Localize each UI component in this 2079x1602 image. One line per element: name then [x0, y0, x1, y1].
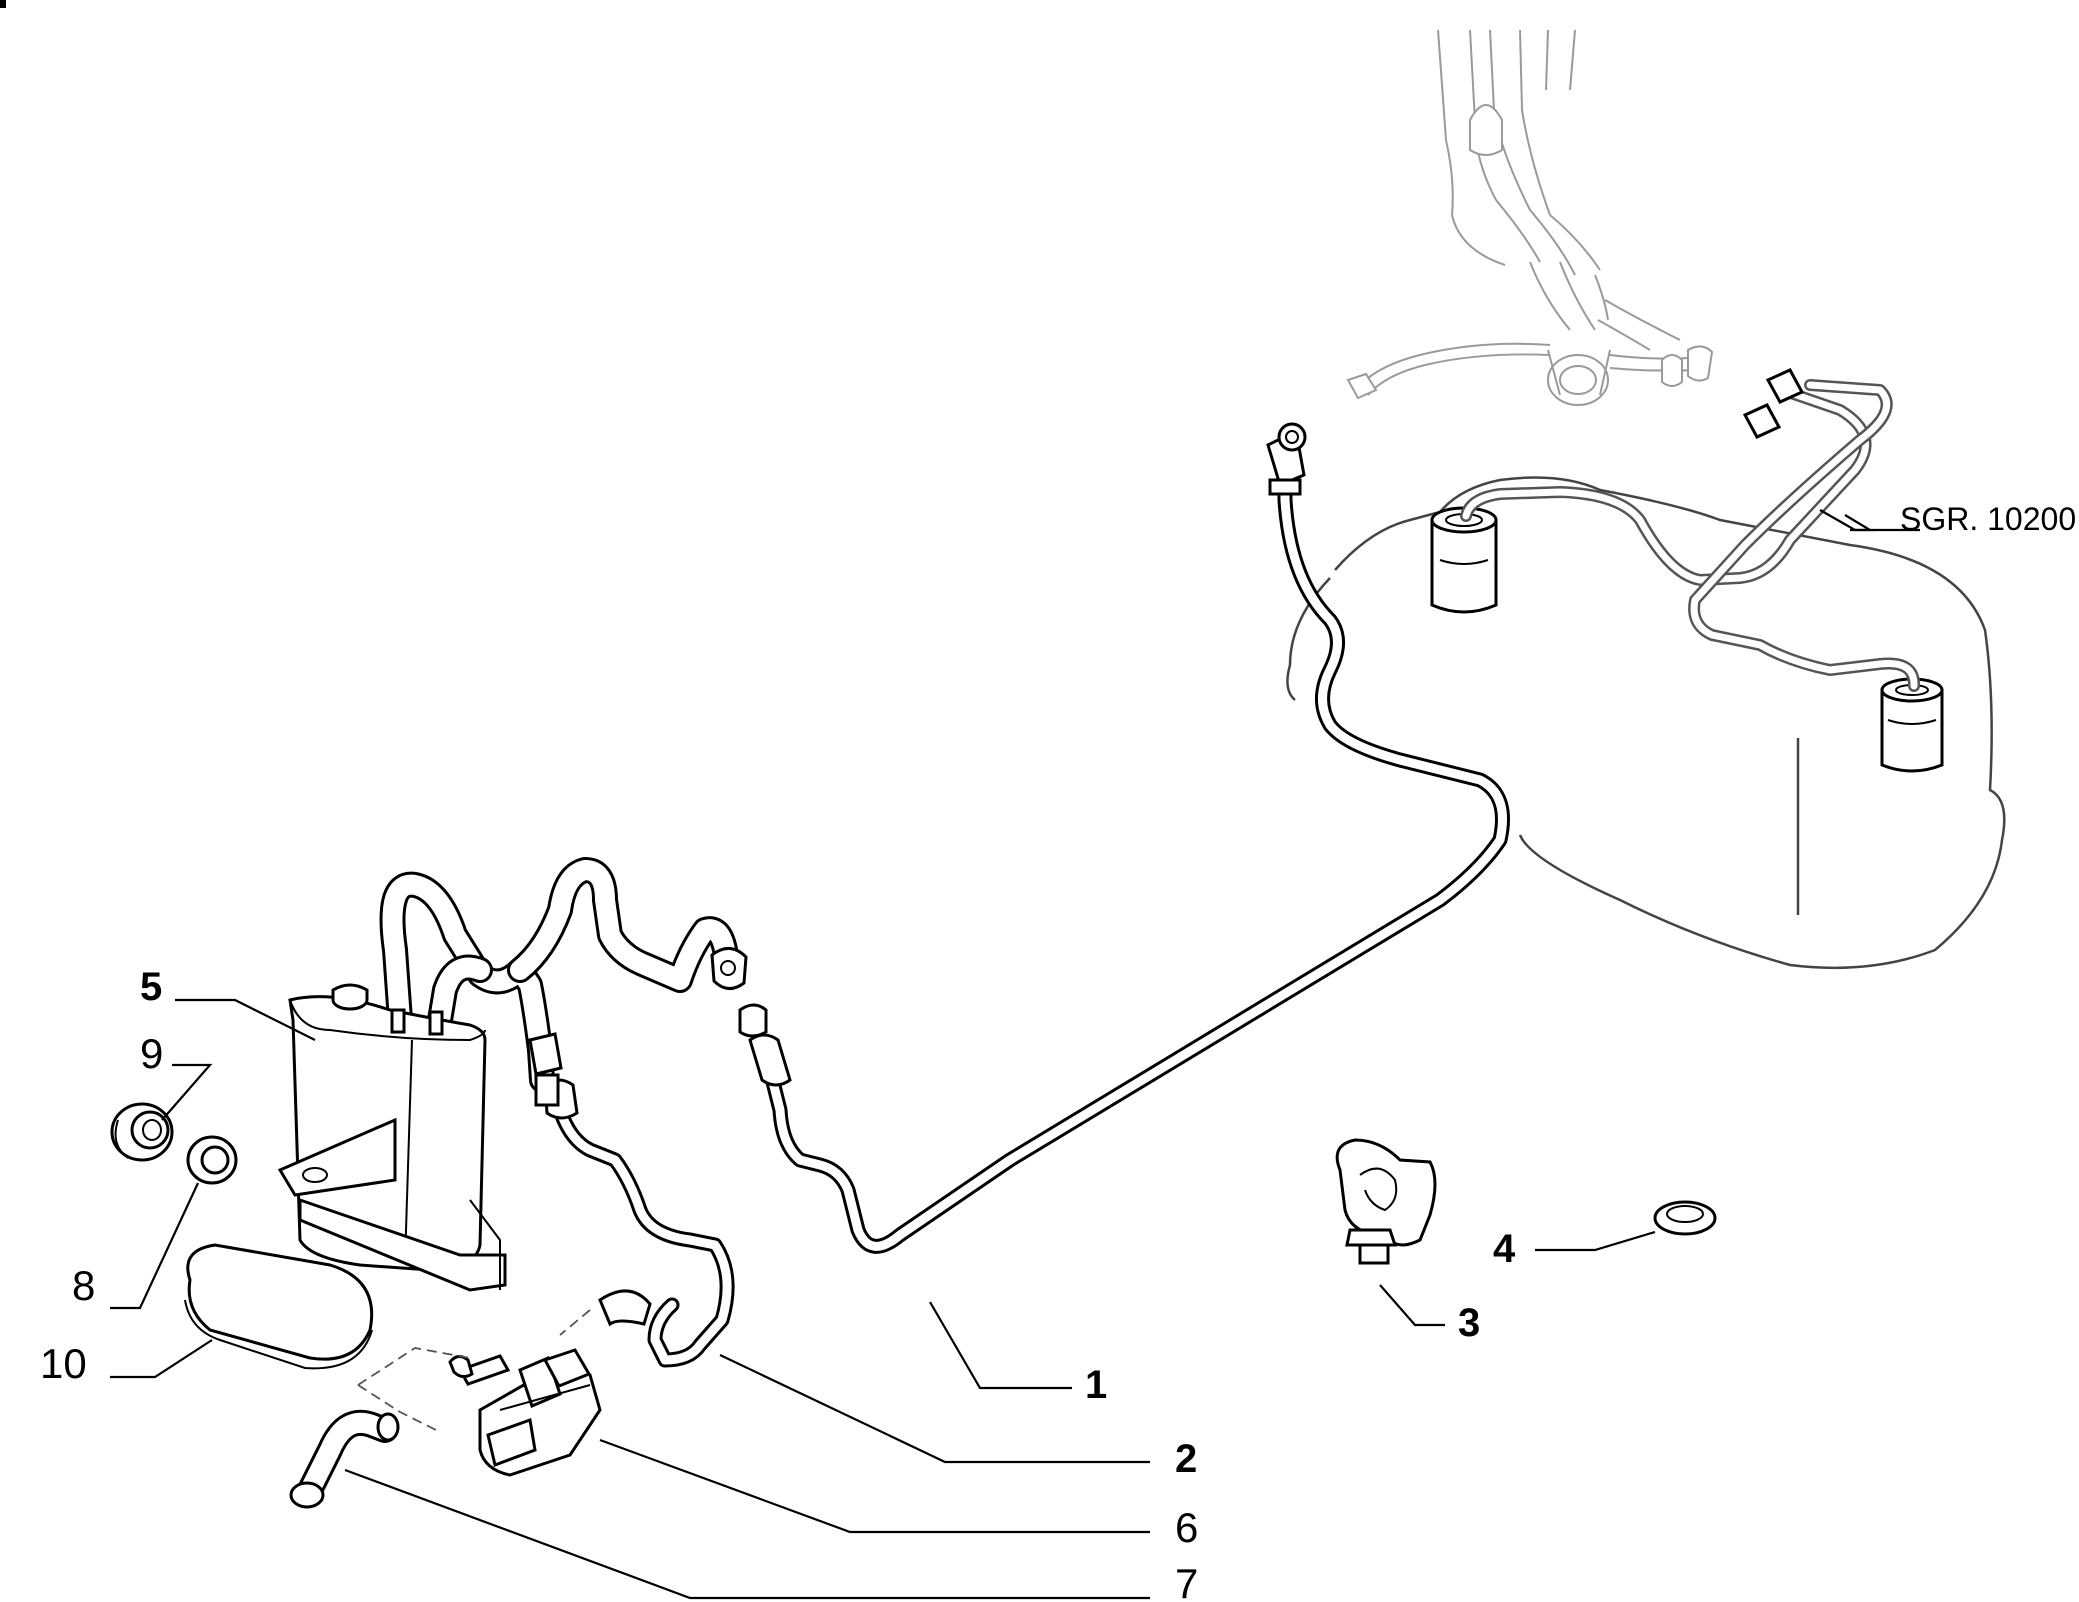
callout-4: 4 [1493, 1227, 1516, 1271]
filler-neck-ghost-illustration [1346, 29, 1714, 406]
callout-5: 5 [140, 965, 162, 1009]
vent-hose [543, 1078, 735, 1368]
callout-2: 2 [1175, 1437, 1197, 1481]
leader-lines [110, 509, 1920, 1600]
install-hint-dashes [357, 1309, 591, 1433]
grommet-9 [110, 1102, 174, 1162]
purge-valve [448, 1348, 602, 1477]
seal-ring-8 [186, 1135, 238, 1185]
pad-10 [184, 1243, 374, 1370]
callout-8: 8 [72, 1262, 95, 1309]
tank-pipes-reference-group [1460, 368, 1920, 692]
corner-mark [0, 0, 6, 8]
plug-4 [1653, 1200, 1717, 1236]
callout-7: 7 [1175, 1560, 1198, 1602]
tank-sender-unit-right [1880, 677, 1944, 773]
callout-10: 10 [40, 1340, 87, 1387]
elbow-hose-7 [289, 1409, 400, 1509]
sgr-reference-label: SGR. 10200 [1900, 501, 2076, 537]
tank-sender-unit-left [1430, 506, 1498, 614]
callout-1: 1 [1085, 1363, 1107, 1407]
callout-9: 9 [140, 1030, 163, 1077]
callout-3: 3 [1458, 1301, 1480, 1345]
pipe-clip-3 [1335, 1138, 1437, 1265]
fuel-vapour-pipe [738, 422, 1510, 1254]
callout-6: 6 [1175, 1504, 1198, 1551]
canister-hoses [379, 857, 748, 1107]
carbon-canister [277, 983, 507, 1292]
